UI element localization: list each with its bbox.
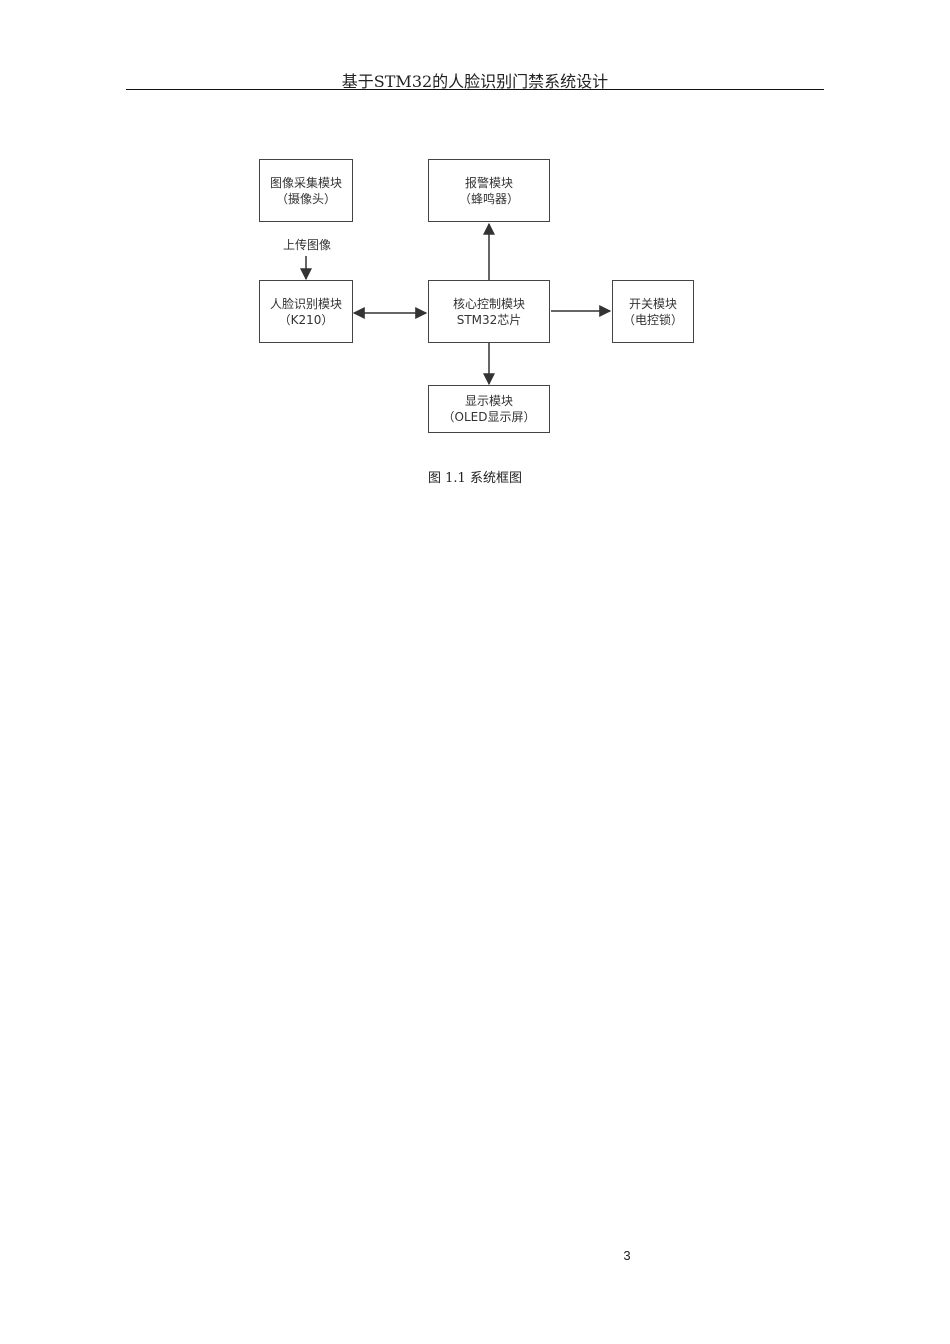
node-display: 显示模块 （OLED显示屏）: [428, 385, 550, 433]
node-core-control-title: 核心控制模块: [452, 296, 525, 311]
node-alarm: 报警模块 （蜂鸣器）: [428, 159, 550, 222]
node-image-capture-subtitle: （摄像头）: [275, 191, 336, 206]
page-header-title: 基于STM32的人脸识别门禁系统设计: [341, 72, 609, 91]
node-core-control: 核心控制模块 STM32芯片: [428, 280, 550, 343]
node-face-recognition-title: 人脸识别模块: [269, 296, 342, 311]
node-display-title: 显示模块: [464, 394, 513, 408]
node-alarm-title: 报警模块: [464, 175, 513, 190]
node-switch: 开关模块 （电控锁）: [612, 280, 694, 343]
node-image-capture-title: 图像采集模块: [269, 175, 342, 190]
node-switch-subtitle: （电控锁）: [622, 312, 683, 327]
edge-label-upload-image: 上传图像: [283, 238, 332, 252]
figure-caption: 图 1.1 系统框图: [428, 471, 522, 486]
page-number: 3: [623, 1248, 631, 1263]
node-core-control-subtitle: STM32芯片: [456, 312, 522, 327]
diagram-connectors: [300, 222, 612, 386]
node-face-recognition: 人脸识别模块 （K210）: [259, 280, 353, 343]
system-block-diagram: 图像采集模块 （摄像头） 报警模块 （蜂鸣器） 上传图像 人脸识别模块 （K21…: [0, 0, 950, 520]
node-switch-title: 开关模块: [628, 296, 677, 311]
node-face-recognition-subtitle: （K210）: [278, 312, 334, 327]
node-alarm-subtitle: （蜂鸣器）: [458, 191, 519, 206]
node-display-subtitle: （OLED显示屏）: [442, 410, 536, 424]
node-image-capture: 图像采集模块 （摄像头）: [259, 159, 353, 222]
header-rule: [126, 89, 824, 90]
